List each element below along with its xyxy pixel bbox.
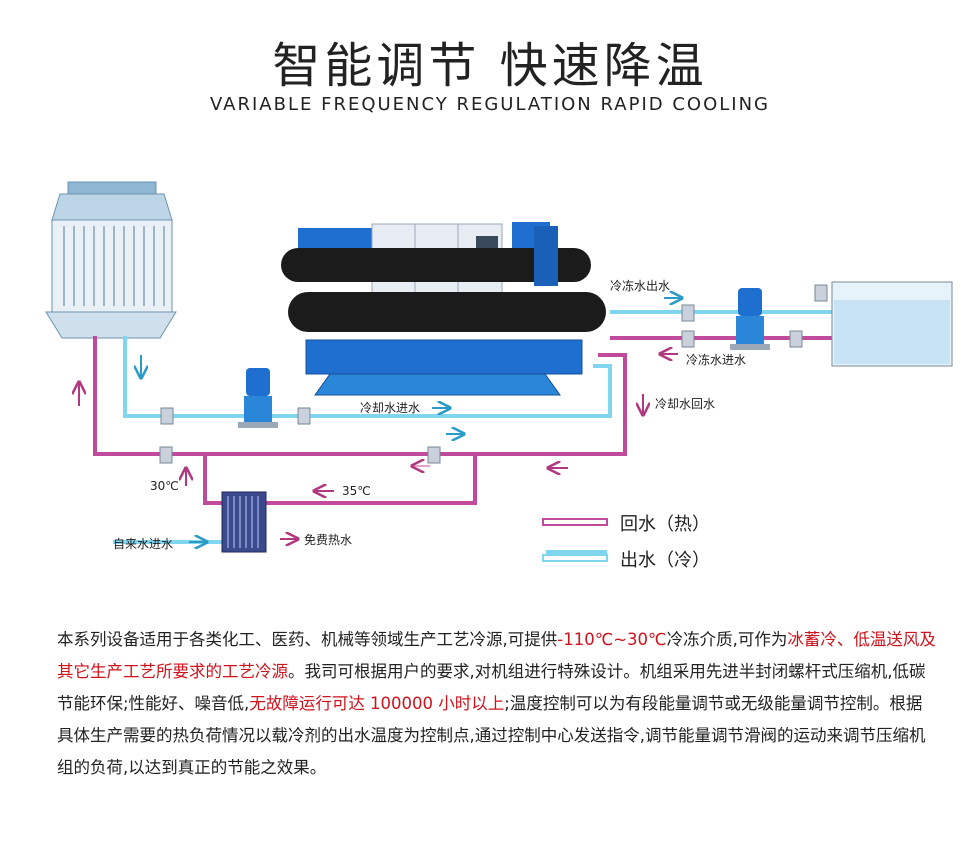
page-subtitle: VARIABLE FREQUENCY REGULATION RAPID COOL… (210, 94, 770, 115)
flow-arrows (79, 298, 682, 542)
label-free-hot-water: 免费热水 (304, 532, 352, 547)
desc-text-1: 本系列设备适用于各类化工、医药、机械等领域生产工艺冷源,可提供 (57, 630, 558, 649)
legend-cold-label: 出水（冷） (620, 550, 710, 571)
label-cooling-water-in: 冷却水进水 (360, 401, 420, 415)
legend-hot-label: 回水（热） (620, 514, 710, 535)
desc-highlight-applications: 冰蓄冷、低温送风及其它生产工艺所要求的工艺冷源 (57, 630, 936, 681)
legend-cold-swatch (542, 554, 608, 562)
pump-chilled (730, 288, 770, 350)
legend-hot-swatch (542, 518, 608, 526)
legend: 回水（热） 出水（冷） (542, 514, 710, 571)
desc-text-3: 。我司可根据用户的要求,对机组进行特殊设计。机组采用先进半封闭螺杆式压缩机,低碳… (57, 662, 926, 713)
system-diagram: 冷冻水出水 冷冻水进水 冷却水进水 冷却水回水 30℃ 35℃ 自来水进水 免费… (45, 181, 953, 571)
pump-cooling (238, 368, 278, 428)
plate-heat-exchanger (221, 491, 267, 553)
water-tank (831, 281, 953, 367)
desc-highlight-reliability: 无故障运行可达 100000 小时以上 (249, 694, 505, 713)
label-cooling-water-return: 冷却水回水 (655, 397, 715, 411)
label-temp-30: 30℃ (150, 479, 179, 493)
label-tap-water-in: 自来水进水 (113, 537, 173, 551)
description-paragraph: 本系列设备适用于各类化工、医药、机械等领域生产工艺冷源,可提供-110℃~30℃… (57, 624, 937, 784)
label-temp-35: 35℃ (342, 484, 371, 498)
cooling-tower (45, 181, 177, 339)
page-title: 智能调节 快速降温 (272, 38, 708, 94)
label-chilled-water-out: 冷冻水出水 (610, 278, 670, 293)
desc-text-4: ;温度控制可以为有段能量调节或无级能量调节控制。根据具体生产需要的热负荷情况以载… (57, 694, 926, 777)
valves (159, 284, 828, 464)
desc-text-2: 冷冻介质,可作为 (666, 630, 788, 649)
label-chilled-water-in: 冷冻水进水 (686, 352, 746, 367)
chiller-unit (281, 222, 606, 396)
desc-highlight-temp-range: -110℃~30℃ (557, 630, 667, 649)
